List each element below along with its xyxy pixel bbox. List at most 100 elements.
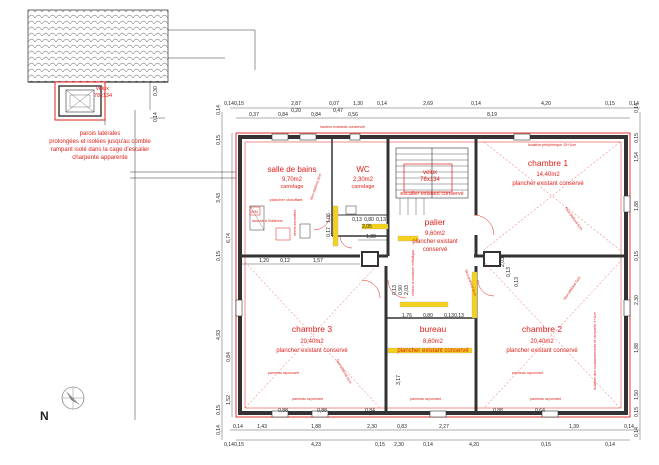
note-faux-plafond-4: faux-plafond 5cm xyxy=(563,276,582,301)
dimension-label: 0,14 xyxy=(634,427,640,437)
dimension-label: 0,14 xyxy=(224,101,234,107)
dimension-label: 2,03 xyxy=(404,285,410,295)
dimension-label: 0,15 xyxy=(216,251,222,261)
dimension-label: 0,15 xyxy=(634,251,640,261)
note-seche: sèche-serviettes xyxy=(293,210,297,236)
room-chambre1-name: chambre 1 xyxy=(528,158,568,168)
dimension-label: 3,43 xyxy=(216,193,222,203)
stair-note: escalier existant conservé xyxy=(400,191,463,197)
dimension-label: 0,15 xyxy=(541,442,551,448)
dimension-label: 0,88 xyxy=(317,408,327,414)
dimension-label: 0,90 xyxy=(398,285,404,295)
roof-detail: velux 78x134 0,30 0,14 parois latérales … xyxy=(27,9,256,420)
dimension-label: 0,80 xyxy=(423,313,433,319)
dimension-label: 6,74 xyxy=(226,233,232,243)
room-bureau-area: 8,60m2 xyxy=(423,339,444,345)
toilet xyxy=(345,205,357,215)
dimension-label: 0,15 xyxy=(234,101,244,107)
note-line-1: parois latérales xyxy=(80,131,121,137)
north-label: N xyxy=(40,409,49,423)
dimension-label: 0,14 xyxy=(471,101,481,107)
detail-dim-right: 0,30 xyxy=(153,86,159,96)
main-plan xyxy=(235,132,631,418)
dimension-label: 4,23 xyxy=(311,442,321,448)
dimension-label: 2,30 xyxy=(394,442,404,448)
dimension-label: 1,30 xyxy=(366,234,376,240)
room-chambre2-name: chambre 2 xyxy=(522,324,562,334)
room-palier-name: palier xyxy=(425,217,446,227)
dimension-label: 0,14 xyxy=(605,442,615,448)
dimension-label: 4,20 xyxy=(541,101,551,107)
dimension-label: 0,13 xyxy=(376,217,386,223)
note-faux-plafond-1: faux-plafond 5cm xyxy=(309,173,322,200)
dimension-label: 1,50 xyxy=(634,390,640,400)
dimension-label: 3,17 xyxy=(396,375,402,385)
yellow-partition xyxy=(471,271,478,319)
note-douche: douche à l'italienne xyxy=(252,219,283,223)
wm-box xyxy=(249,206,261,216)
dimension-label: 0,15 xyxy=(375,442,385,448)
dimension-label: 0,84 xyxy=(311,112,321,118)
room-chambre2-area: 20,40m2 xyxy=(530,339,554,345)
dimension-label: 0,14 xyxy=(377,101,387,107)
dimension-label: 0,13 xyxy=(506,267,512,277)
dimension-label: 0,14 xyxy=(216,105,222,115)
dimension-label: 8,19 xyxy=(487,112,497,118)
note-panneau-5: panneau rayonnant xyxy=(512,371,543,375)
note-line-3: rampant isolé dans la cage d'escalier xyxy=(51,147,150,153)
dimension-label: 0,13 xyxy=(514,277,520,287)
roof-tiles xyxy=(27,9,169,83)
dimension-label: 0,83 xyxy=(397,424,407,430)
note-panneau-1: panneau rayonnant xyxy=(292,397,323,401)
note-faux-plafond-2: faux-plafond 5cm xyxy=(564,206,583,231)
room-sdb-note: plancher chauffant xyxy=(270,197,304,202)
dimension-label: 0,14 xyxy=(224,442,234,448)
room-chambre2-floor: plancher existant conservé xyxy=(506,348,578,354)
dimension-label: 1,06 xyxy=(326,213,332,223)
dimension-label: 0,84 xyxy=(278,112,288,118)
room-labels: salle de bains 9,70m2 carrelage plancher… xyxy=(268,158,585,354)
yellow-partition xyxy=(332,205,339,247)
dimension-label: 1,20 xyxy=(259,258,269,264)
dimension-label: 1,57 xyxy=(313,258,323,264)
dimension-label: 0,15 xyxy=(634,407,640,417)
stair-velux-title: velux xyxy=(423,170,437,176)
room-chambre3-floor: plancher existant conservé xyxy=(276,348,348,354)
dimension-label: 1,30 xyxy=(353,101,363,107)
dimension-label: 1,88 xyxy=(634,201,640,211)
dimension-label: 0,13 xyxy=(392,285,398,295)
staircase xyxy=(395,147,469,215)
note-panneau-4: panneau rayonnant xyxy=(268,371,299,375)
detail-velux-title: velux xyxy=(96,86,109,92)
dimension-label: 0,13 xyxy=(454,313,464,319)
note-line-2: prolongées et isolées jusqu'au comble xyxy=(49,139,151,145)
towel-radiator xyxy=(275,227,291,241)
room-chambre3-area: 20,40m2 xyxy=(300,339,324,345)
detail-dim-side: 0,14 xyxy=(153,112,159,122)
note-line-4: charpente apparente xyxy=(72,155,128,161)
dimension-label: 1,76 xyxy=(402,313,412,319)
room-palier-floor: plancher existant xyxy=(412,239,458,245)
dimension-label: 1,39 xyxy=(569,424,579,430)
dimension-label: 2,03 xyxy=(500,257,506,267)
room-sdb-floor: carrelage xyxy=(281,184,304,190)
sink xyxy=(299,223,311,239)
dimension-label: 2,05 xyxy=(362,224,372,230)
dimension-label: 0,37 xyxy=(249,112,259,118)
room-sdb-name: salle de bains xyxy=(268,165,317,174)
dimension-label: 0,13 xyxy=(352,217,362,223)
door-swings xyxy=(313,213,495,299)
note-panneau-3: panneau rayonnant xyxy=(530,397,561,401)
dimension-label: 0,47 xyxy=(333,108,343,114)
dimension-label: 4,93 xyxy=(216,330,222,340)
dimension-label: 0,15 xyxy=(234,442,244,448)
dimension-label: 0,80 xyxy=(364,217,374,223)
note-faux-plafond-5: faux-plafond 5cm xyxy=(335,359,352,385)
dimension-label: 0,84 xyxy=(365,408,375,414)
room-bureau-floor: plancher existant conservé xyxy=(397,348,469,354)
dimension-label: 0,07 xyxy=(329,101,339,107)
note-hauteur: hauteur existante conservée xyxy=(320,125,365,129)
roof-hip-lines xyxy=(244,141,621,409)
dimension-label: 0,88 xyxy=(493,408,503,414)
